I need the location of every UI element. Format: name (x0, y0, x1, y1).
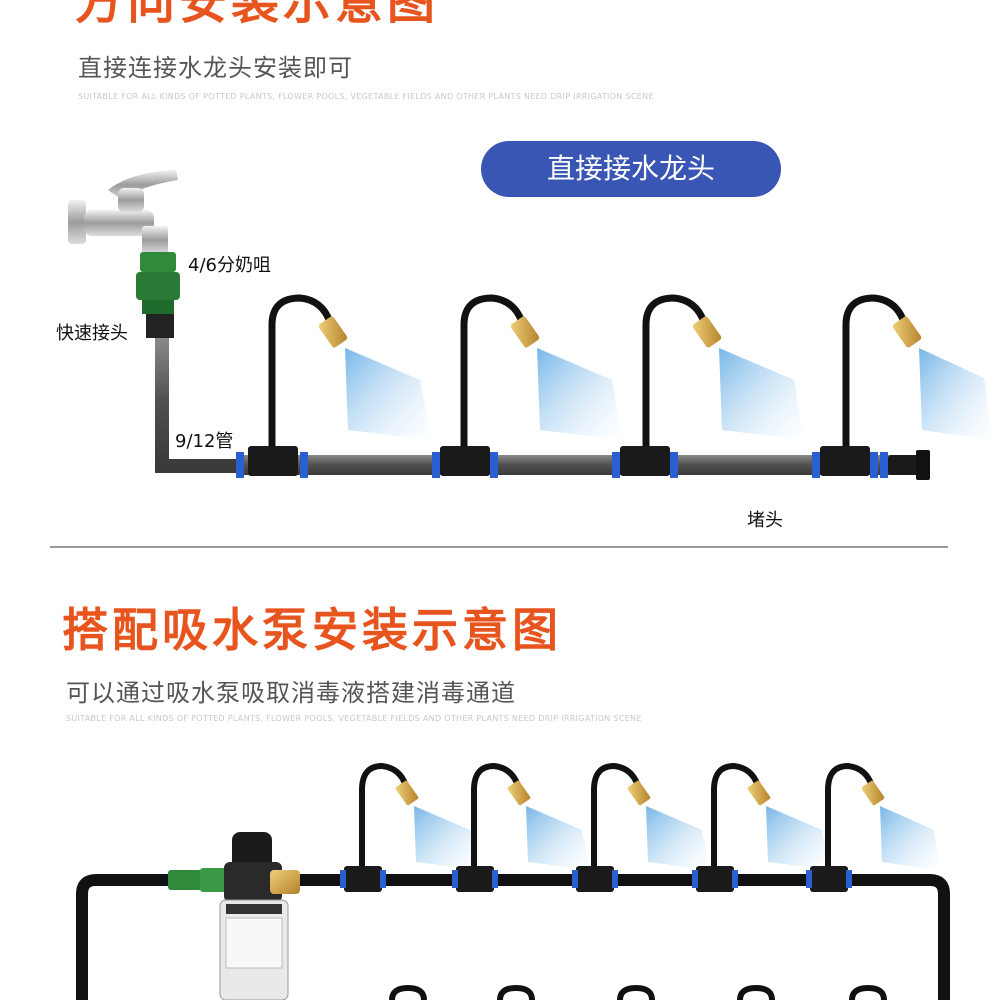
pump-sprinkler-branch (572, 762, 710, 892)
section2-english-caption: SUITABLE FOR ALL KINDS OF POTTED PLANTS,… (66, 714, 642, 723)
loop-hose-left (76, 874, 180, 1000)
pipe-label: 9/12管 (175, 431, 234, 452)
faucet-icon (68, 170, 178, 254)
main-pipe-vertical (155, 338, 240, 473)
section1-title: 方向安装示意图 (75, 0, 440, 30)
end-plug-label: 堵头 (747, 510, 783, 531)
pump-sprinkler-branch (452, 762, 590, 892)
section-divider (50, 546, 948, 548)
quick-connector-icon (136, 252, 180, 338)
quick-connector-label: 快速接头 (56, 323, 128, 344)
water-pump-icon (219, 832, 300, 1000)
pump-sprinkler-branch (806, 762, 940, 892)
pump-sprinkler-branch (692, 762, 830, 892)
sprinkler-branch (432, 294, 622, 478)
main-pipe (240, 455, 930, 475)
section2-subtitle: 可以通过吸水泵吸取消毒液搭建消毒通道 (66, 679, 516, 707)
sprinkler-branch (812, 294, 992, 478)
sprinkler-branch (236, 294, 432, 478)
section2-title: 搭配吸水泵安装示意图 (62, 603, 562, 657)
end-plug-icon (880, 450, 930, 480)
lower-hose-loops (389, 984, 887, 1000)
sprinkler-branch (612, 294, 804, 478)
loop-hose-top (300, 874, 950, 1000)
section1-subtitle: 直接连接水龙头安装即可 (78, 54, 353, 82)
section1-english-caption: SUITABLE FOR ALL KINDS OF POTTED PLANTS,… (78, 92, 654, 101)
hose-connector-icon (168, 868, 228, 892)
tap-badge: 直接接水龙头 (481, 141, 781, 197)
adapter-label: 4/6分奶咀 (188, 255, 271, 276)
pump-sprinkler-branch (340, 762, 478, 892)
